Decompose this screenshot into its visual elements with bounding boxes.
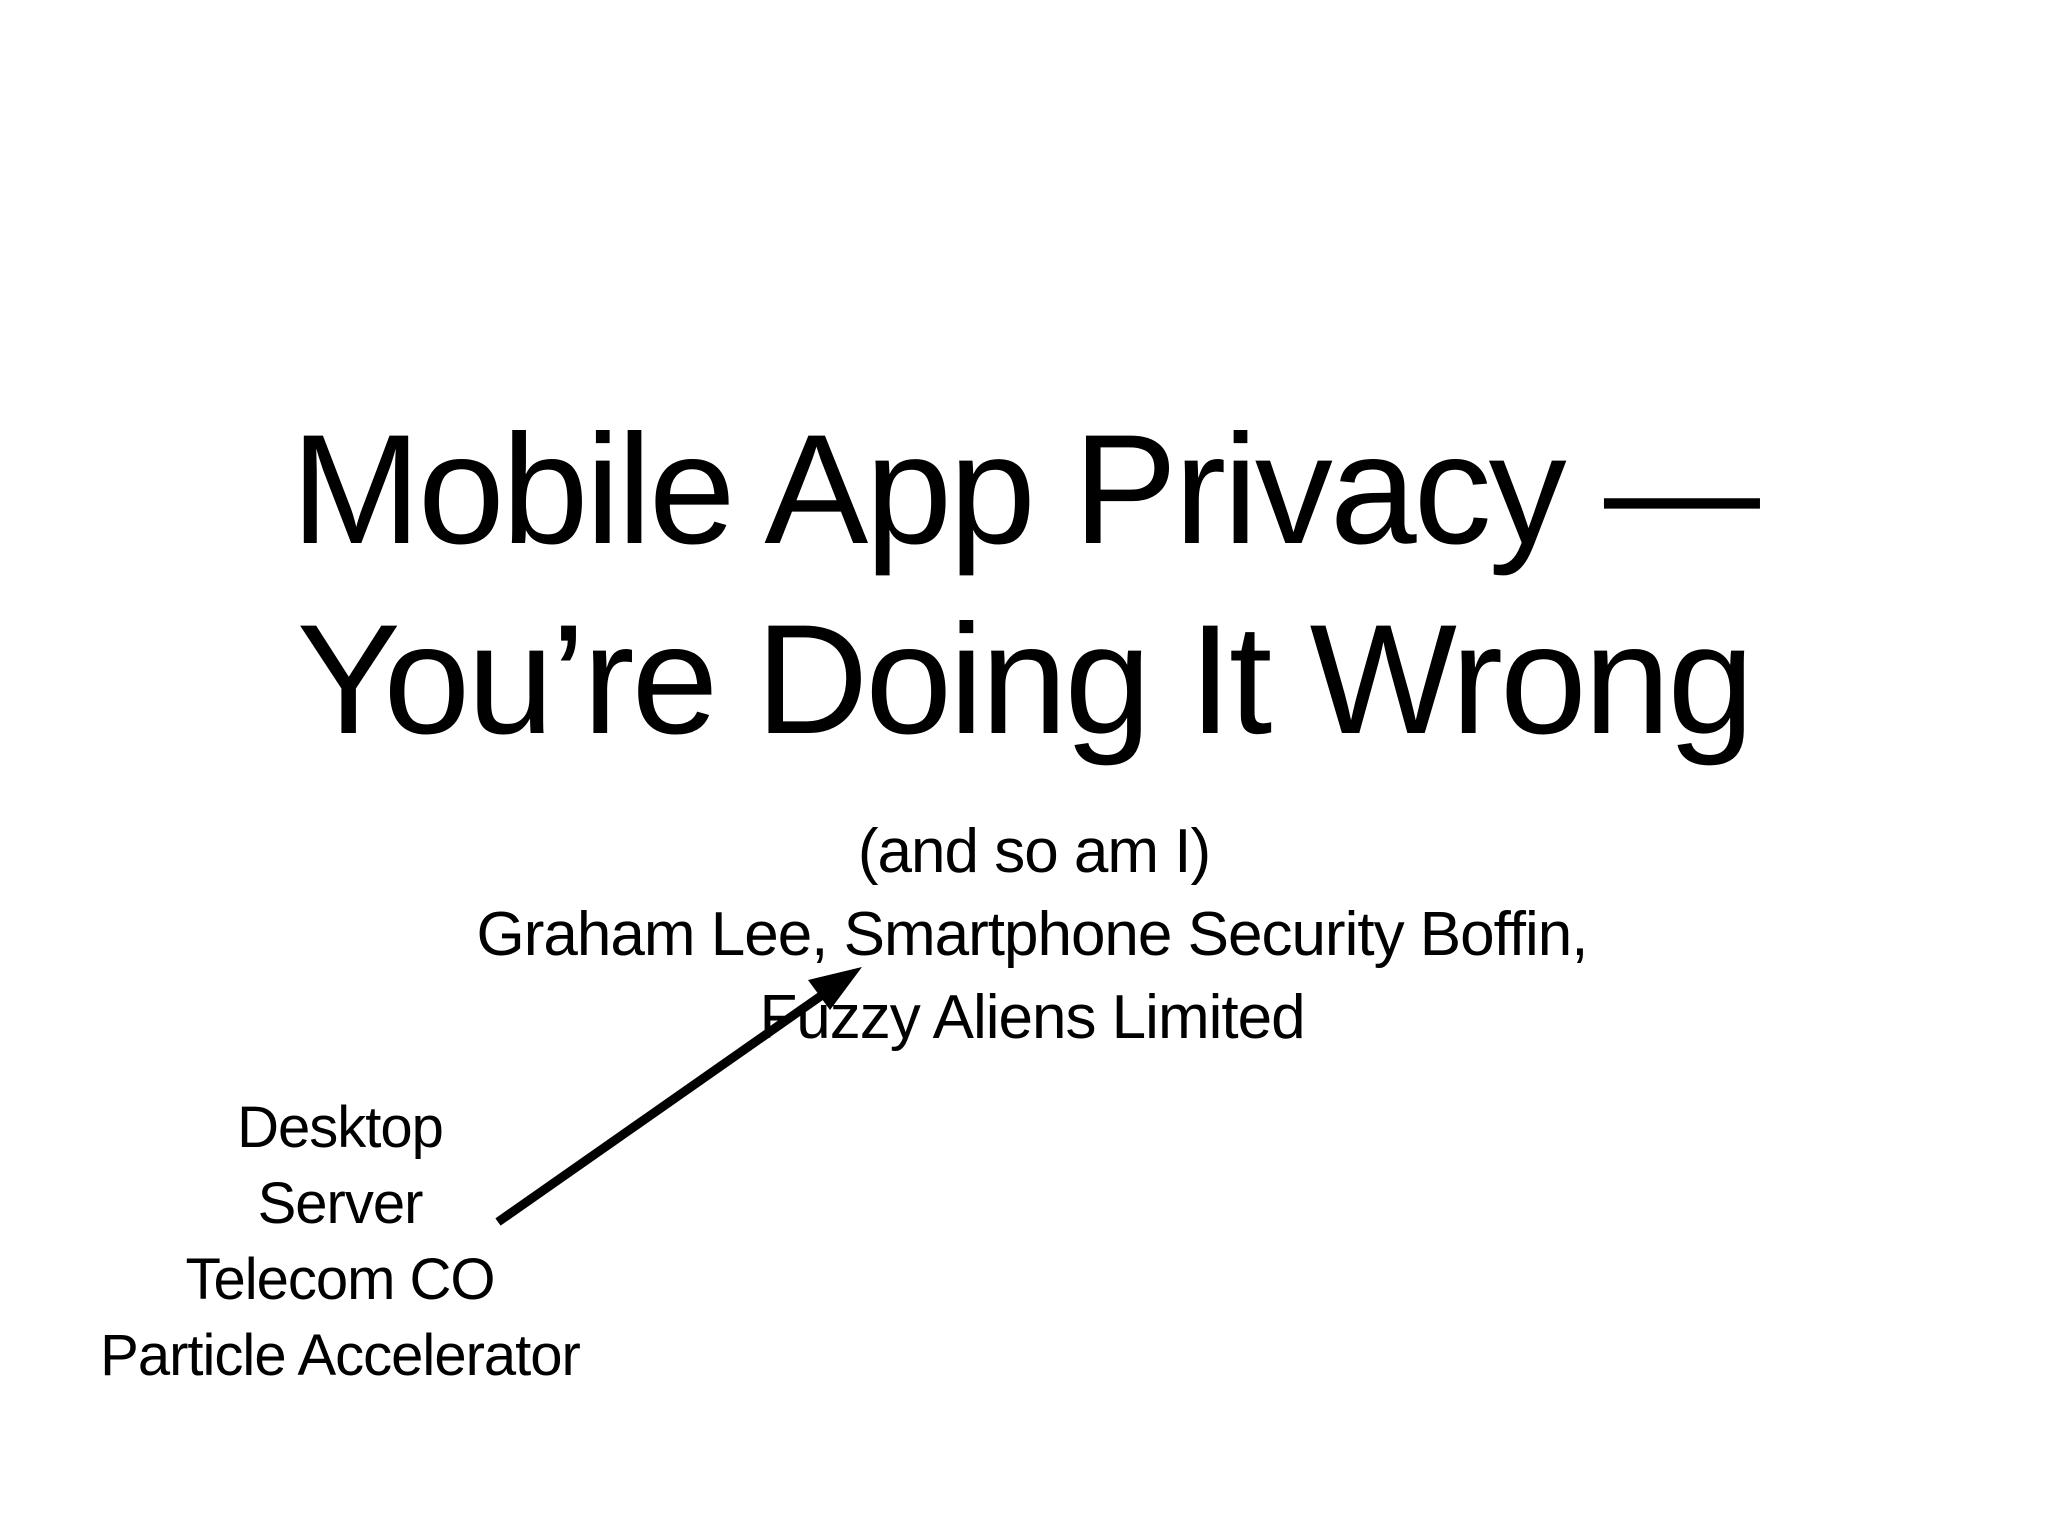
role-item-desktop: Desktop: [237, 1095, 444, 1160]
slide-title-line-1: Mobile App Privacy —: [291, 403, 1760, 577]
company-line: Fuzzy Aliens Limited: [759, 983, 1305, 1052]
role-item-server: Server: [257, 1171, 424, 1236]
slide-title-line-2: You’re Doing It Wrong: [296, 593, 1755, 767]
role-item-particle-accelerator: Particle Accelerator: [100, 1323, 581, 1388]
previous-roles-list: Desktop Server Telecom CO Particle Accel…: [40, 1090, 640, 1394]
author-line: Graham Lee, Smartphone Security Boffin,: [476, 900, 1589, 969]
role-item-telecom: Telecom CO: [185, 1247, 495, 1312]
subtitle-aside: (and so am I): [857, 817, 1211, 886]
